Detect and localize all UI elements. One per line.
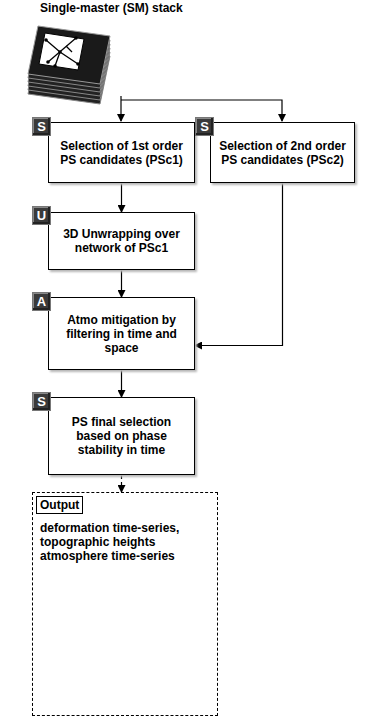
- node-text: PS final selection based on phase stabil…: [55, 415, 188, 457]
- flow-arrow: [121, 475, 122, 492]
- output-tag: Output: [36, 496, 83, 514]
- output-panel: deformation time-series, topographic hei…: [32, 492, 218, 716]
- process-box: 3D Unwrapping over network of PSc1: [48, 212, 195, 270]
- flow-arrow: [121, 183, 122, 212]
- step-badge: U: [32, 206, 51, 225]
- step-badge: A: [32, 292, 51, 311]
- node-text: Output: [40, 498, 79, 512]
- flow-arrow: [121, 270, 122, 297]
- node-text: Selection of 1st order PS candidates (PS…: [55, 139, 188, 167]
- badge-letter: U: [37, 209, 46, 223]
- process-box: Selection of 2nd order PS candidates (PS…: [210, 122, 355, 183]
- process-box: Atmo mitigation by filtering in time and…: [48, 297, 195, 370]
- step-badge: S: [32, 392, 51, 411]
- badge-letter: A: [37, 295, 46, 309]
- badge-letter: S: [37, 120, 46, 134]
- step-badge: S: [195, 117, 214, 136]
- node-text: Atmo mitigation by filtering in time and…: [55, 313, 188, 355]
- image-stack: [28, 26, 110, 104]
- step-badge: S: [32, 117, 51, 136]
- flow-arrow: [121, 370, 122, 397]
- badge-letter: S: [200, 120, 209, 134]
- node-text: deformation time-series, topographic hei…: [40, 521, 211, 563]
- diagram-title: Single-master (SM) stack: [40, 1, 183, 15]
- process-box: Selection of 1st order PS candidates (PS…: [48, 122, 195, 183]
- node-text: 3D Unwrapping over network of PSc1: [55, 227, 188, 255]
- badge-letter: S: [37, 395, 46, 409]
- process-box: PS final selection based on phase stabil…: [48, 397, 195, 475]
- node-text: Selection of 2nd order PS candidates (PS…: [217, 139, 348, 167]
- flow-arrow: [195, 183, 283, 346]
